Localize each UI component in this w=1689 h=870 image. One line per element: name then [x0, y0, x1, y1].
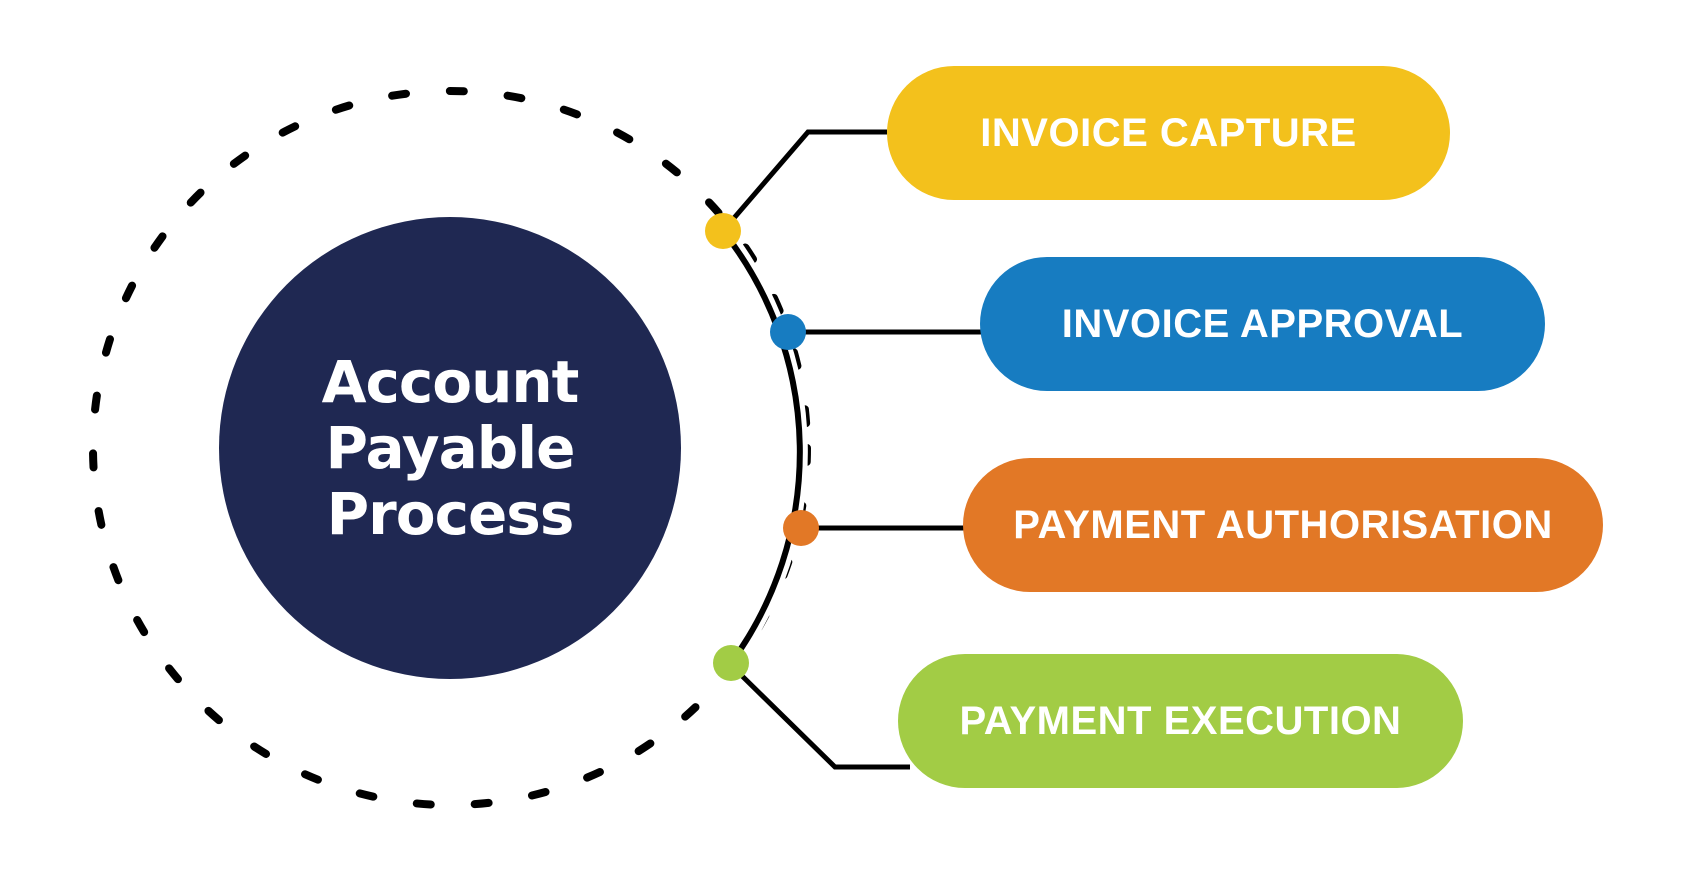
step-1-dot — [705, 213, 741, 249]
step-invoice-capture: INVOICE CAPTURE — [887, 66, 1450, 200]
title-line-3: Process — [326, 480, 575, 548]
title-line-1: Account — [321, 348, 580, 416]
connector-step-1 — [726, 129, 887, 227]
connector-step-4 — [734, 668, 910, 770]
step-invoice-approval: INVOICE APPROVAL — [980, 257, 1545, 391]
step-1-label: INVOICE CAPTURE — [980, 110, 1357, 155]
solid-arc — [720, 229, 803, 665]
center-circle: Account Payable Process — [219, 217, 681, 679]
title-line-2: Payable — [325, 414, 576, 482]
center-title: Account Payable Process — [321, 348, 580, 548]
step-payment-execution: PAYMENT EXECUTION — [898, 654, 1463, 788]
step-3-dot — [783, 510, 819, 546]
step-2-label: INVOICE APPROVAL — [1061, 301, 1464, 346]
step-4-label: PAYMENT EXECUTION — [959, 698, 1402, 743]
step-3-label: PAYMENT AUTHORISATION — [1013, 502, 1553, 547]
step-4-dot — [713, 645, 749, 681]
step-payment-authorisation: PAYMENT AUTHORISATION — [963, 458, 1603, 592]
step-2-dot — [770, 314, 806, 350]
